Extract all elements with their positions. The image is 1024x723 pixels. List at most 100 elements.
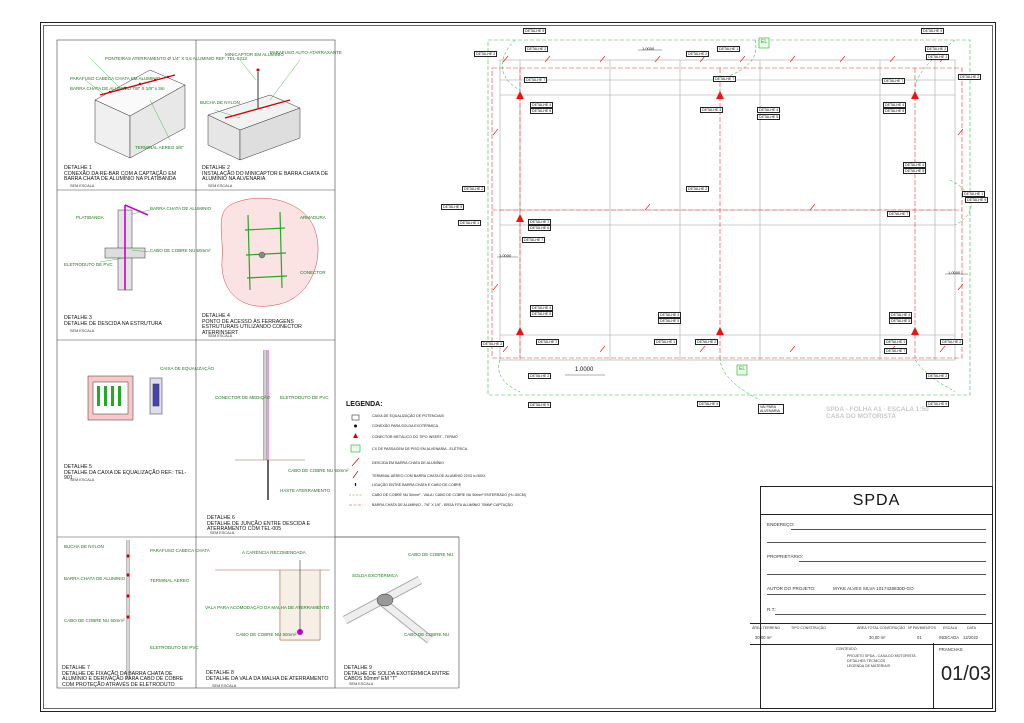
note-d3b: PLATIBANDA: [76, 215, 104, 220]
plan-tag: DETALHE 7: [524, 77, 548, 83]
note-d3c: CABO DE COBRE NU 50mm²: [150, 248, 211, 253]
plan-tag: DETALHE 7: [522, 237, 546, 243]
sheet-border: [40, 22, 996, 712]
plan-tag: DETALHE 9: [441, 204, 465, 210]
plan-tag: DETALHE 2: [925, 46, 949, 52]
plan-tag: DETALHE 2: [462, 186, 486, 192]
plan-tag: DETALHE 3: [700, 107, 724, 113]
tb-pavimentos-lbl: Nº PAVIMENTOS: [908, 626, 936, 630]
plan-tag: DETALHE 2: [481, 341, 505, 347]
detail-1-drawing: [94, 69, 186, 159]
tb-conteudo-1: PROJETO SPDA - CASA DO MOTORISTA: [847, 654, 916, 658]
plan-tag: DETALHE 7: [882, 78, 906, 84]
plan-tag: DETALHE 2: [525, 46, 549, 52]
plan-tag: DETALHE 2: [926, 373, 950, 379]
plan-tag: DETALHE 5: [658, 318, 682, 324]
note-d6a: CONECTOR DE MEDIÇÃO: [215, 395, 271, 400]
plan-tag: DETALHE 4: [903, 162, 927, 168]
detail-9-scale: SEM ESCALA: [349, 682, 374, 686]
plan-tag: DETALHE 5: [903, 168, 927, 174]
note-d5a: CAIXA DE EQUALIZAÇÃO: [160, 366, 215, 371]
detail-9-drawing: [342, 576, 433, 644]
note-d7c: BARRA CHATA DE ALUMINIO: [64, 576, 126, 581]
tb-area-terreno: 30,00 m²: [755, 635, 772, 640]
detail-3-scale: SEM ESCALA: [70, 329, 95, 333]
legend-symbols: [349, 414, 363, 506]
plan-tag: DETALHE 1: [458, 220, 482, 226]
plan-tag: DETALHE 1: [654, 339, 678, 345]
note-d7a: BUCHA DE NYLON: [64, 544, 104, 549]
el-label-top: EL: [761, 39, 768, 45]
plan-tag: DETALHE 2: [695, 339, 719, 345]
note-d9a: CABO DE COBRE NU: [408, 552, 454, 557]
sheet-inner-border: [43, 25, 993, 709]
note-d9c: CABO DE COBRE NU: [404, 632, 450, 637]
title-block: SPDA ENDEREÇO: PROPRIETÁRIO: AUTOR DO PR…: [750, 486, 993, 709]
detail-6-scale: SEM ESCALA: [210, 531, 235, 535]
plan-tag: DETALHE 7: [528, 219, 552, 225]
vai-alvenaria-label: VAI PARA ALVENARIA: [758, 404, 784, 414]
plan-tag: DETALHE 2: [686, 51, 710, 57]
plan-tag: DETALHE 7: [887, 211, 911, 217]
plan-tag: DETALHE 2: [528, 373, 552, 379]
dim-left: 1.0000: [499, 253, 512, 258]
note-d7d: TERMINAL AEREO: [150, 578, 190, 583]
note-d2c: BUCHA DE NYLON: [200, 100, 240, 105]
note-d1a: PONTEIRAS ATERRAMENTO Ø 1/4" X 0,5 ALUMI…: [105, 56, 247, 61]
note-d9b: SOLDA EXOTÉRMICA: [352, 573, 399, 578]
tb-autor: AUTOR DO PROJETO:: [767, 586, 816, 591]
el-label-bottom: EL: [739, 366, 746, 372]
tb-pavimentos: 01: [917, 635, 922, 640]
note-d7f: ELETRODUTO DE PVC: [150, 645, 199, 650]
note-d6b: ELETRODUTO DE PVC: [280, 395, 329, 400]
detail-2-scale: SEM ESCALA: [208, 184, 233, 188]
note-d1c: PARAFUSO CABECA CHATA EM ALUMINIO: [70, 76, 161, 81]
tb-proprietario: PROPRIETÁRIO:: [767, 554, 803, 559]
tb-escala-lbl: ESCALA: [943, 626, 958, 630]
note-d8c: CABO DE COBRE NU 50mm²: [236, 632, 297, 637]
detail-5-drawing: [87, 375, 163, 421]
plan-tag: DETALHE 9: [523, 28, 547, 34]
note-d1b: TERMINAL AEREO 3/8": [135, 145, 184, 150]
detail-3-drawing: [104, 204, 149, 291]
detail-5-scale: SEM ESCALA: [70, 478, 95, 482]
plan-tag: DETALHE 2: [474, 51, 498, 57]
plan-tag: DETALHE 5: [757, 114, 781, 120]
plan-tag: DETALHE 9: [921, 28, 945, 34]
plan-tag: DETALHE 7: [713, 76, 737, 82]
plan-tag: DETALHE 1: [962, 191, 986, 197]
detail-8-scale: SEM ESCALA: [212, 684, 237, 688]
plan-tag: DETALHE 7: [536, 339, 560, 345]
note-d3a: BARRA CHATA DE ALUMINIO: [150, 206, 212, 211]
tb-area-total-lbl: ÁREA TOTAL CONSTRUÇÃO: [857, 626, 906, 630]
detail-7-drawing: [126, 540, 130, 680]
tb-data: 12/2022: [963, 635, 979, 640]
tb-pranchas-lbl: PRANCHAS:: [939, 647, 964, 652]
plan-tag: DETALHE 4: [889, 312, 913, 318]
plan-tag: DETALHE 5: [889, 318, 913, 324]
plan-tag: DETALHE 6: [528, 225, 552, 231]
detail-1-scale: SEM ESCALA: [70, 184, 95, 188]
dim-top: 1.0000: [642, 46, 655, 51]
tb-data-lbl: DATA: [967, 626, 977, 630]
tb-escala: INDICADA: [939, 635, 960, 640]
plan-tag: DETALHE 1: [717, 46, 741, 52]
note-d8b: VALA PARA ACOMODAÇÃO DA MALHA DE ATERRAM…: [205, 605, 330, 610]
plan-tag: DETALHE 4: [530, 305, 554, 311]
dim-bottom: 1.0000: [575, 367, 594, 373]
plan-tag: DETALHE 4: [658, 312, 682, 318]
tb-conteudo-2: DETALHES TÉCNICOS: [847, 659, 886, 663]
title-block-title: SPDA: [761, 487, 992, 515]
tb-rt: R.T.:: [767, 607, 777, 612]
plan-tag: DETALHE 9: [528, 402, 552, 408]
plan-tag: DETALHE 1: [884, 339, 908, 345]
